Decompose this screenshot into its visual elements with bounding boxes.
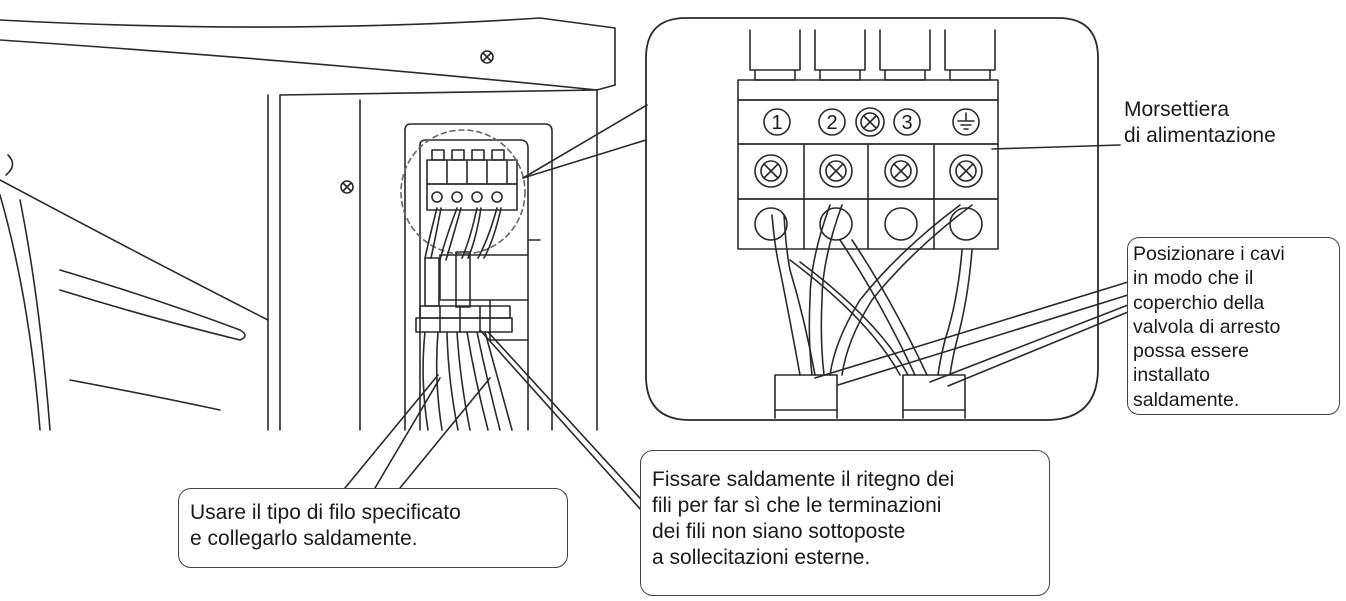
wire-type-callout [178,488,568,568]
outdoor-unit [0,17,616,431]
highlight-circle [400,129,526,255]
access-panel [404,123,553,431]
leader-lines-wire [344,374,491,489]
small-wires [424,207,502,308]
terminal-number-icons [763,108,980,136]
screw-icon [340,50,494,194]
leader-line-clamp [479,329,651,521]
terminal-screws [754,154,983,241]
terminal-number-3: 3 [901,112,912,134]
zoom-callout [522,17,1099,421]
terminal-block-label: Morsettiera di alimentazione [1124,98,1276,147]
wire-type-text: Usare il tipo di filo specificato e coll… [190,501,461,550]
ground-icon [957,112,975,130]
terminal-number-1: 1 [771,112,782,134]
zoom-cables [771,204,973,419]
screw-icon [855,107,885,137]
power-cables [422,331,513,431]
leader-line-terminal [991,144,1121,150]
terminal-block [737,29,999,250]
cable-position-text: Posizionare i cavi in modo che il coperc… [1133,243,1285,411]
small-terminal-block [426,149,518,211]
leader-line-clamp [487,331,661,521]
leader-lines-cable [814,281,1129,387]
cable-position-callout [1127,237,1340,415]
wire-clamp-text: Fissare saldamente il ritegno dei fili p… [652,468,955,569]
wire-clamp-callout [640,450,1050,596]
terminal-number-2: 2 [826,112,837,134]
wire-clamp [415,305,513,333]
